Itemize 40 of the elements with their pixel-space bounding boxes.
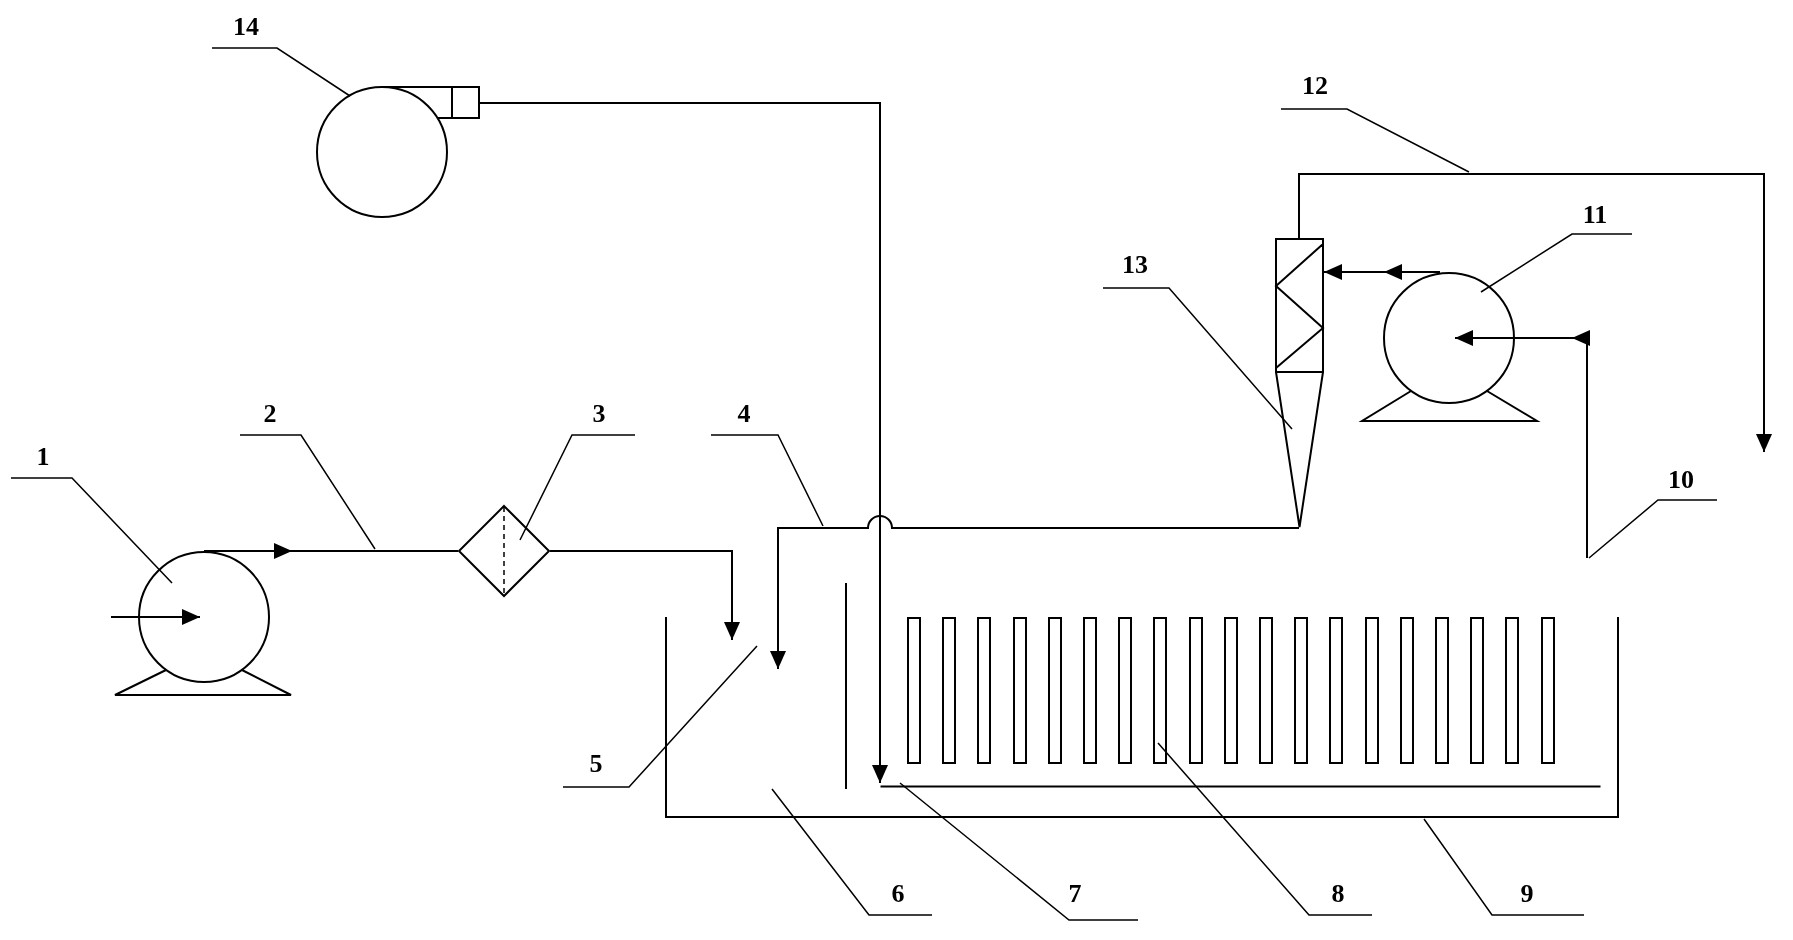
filter-symbol bbox=[458, 505, 550, 597]
membrane-module bbox=[1012, 617, 1027, 764]
callout-number: 10 bbox=[1659, 465, 1703, 495]
callout-number: 5 bbox=[574, 749, 618, 779]
callout-number: 11 bbox=[1573, 200, 1617, 230]
membrane-module bbox=[1364, 617, 1379, 764]
membrane-module bbox=[1047, 617, 1062, 764]
callout-number: 2 bbox=[248, 399, 292, 429]
membrane-module bbox=[1329, 617, 1344, 764]
cyclone-separator bbox=[1275, 238, 1324, 528]
membrane-module bbox=[907, 617, 921, 764]
tank bbox=[665, 617, 1619, 818]
aeration-pipe bbox=[880, 785, 1601, 788]
callout-number: 3 bbox=[577, 399, 621, 429]
membrane-module bbox=[1188, 617, 1203, 764]
membrane-module bbox=[1505, 617, 1520, 764]
pump-symbol bbox=[114, 551, 292, 697]
membrane-module bbox=[1083, 617, 1097, 764]
callout-number: 6 bbox=[876, 879, 920, 909]
membrane-module bbox=[1153, 617, 1168, 764]
membrane-module bbox=[1118, 617, 1133, 764]
membrane-module bbox=[942, 617, 957, 764]
membrane-module bbox=[1399, 617, 1414, 764]
callout-number: 14 bbox=[224, 12, 268, 42]
callout-number: 12 bbox=[1293, 71, 1337, 101]
membrane-module bbox=[1259, 617, 1273, 764]
callout-number: 7 bbox=[1053, 879, 1097, 909]
membrane-module bbox=[1470, 617, 1485, 764]
membrane-module bbox=[1435, 617, 1449, 764]
callout-number: 4 bbox=[722, 399, 766, 429]
membrane-module bbox=[977, 617, 992, 764]
callout-number: 8 bbox=[1316, 879, 1360, 909]
callout-number: 1 bbox=[21, 442, 65, 472]
pump-symbol bbox=[1361, 272, 1538, 423]
blower-symbol bbox=[316, 86, 480, 218]
callout-number: 9 bbox=[1505, 879, 1549, 909]
callout-number: 13 bbox=[1113, 250, 1157, 280]
membrane-module bbox=[1223, 617, 1238, 764]
membrane-module bbox=[1540, 617, 1555, 764]
membrane-module bbox=[1294, 617, 1309, 764]
